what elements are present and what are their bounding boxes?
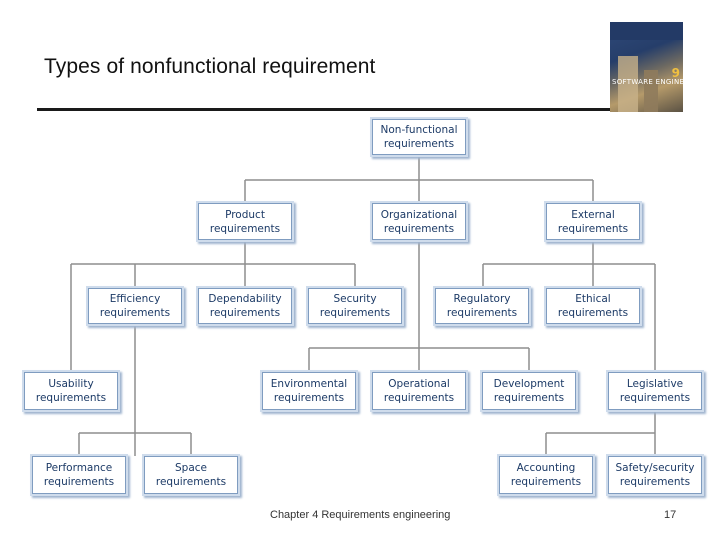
node-environmental-requirements: Environmental requirements <box>262 372 356 410</box>
node-product-requirements: Product requirements <box>198 203 292 240</box>
node-dependability-requirements: Dependability requirements <box>198 288 292 324</box>
node-usability-requirements: Usability requirements <box>24 372 118 410</box>
cover-top-band <box>610 22 683 40</box>
cover-edition: 9 <box>671 66 680 80</box>
node-performance-requirements: Performance requirements <box>32 456 126 494</box>
node-accounting-requirements: Accounting requirements <box>499 456 593 494</box>
node-ethical-requirements: Ethical requirements <box>546 288 640 324</box>
cover-building-shape <box>644 70 658 112</box>
cover-building-shape <box>618 56 638 112</box>
node-development-requirements: Development requirements <box>482 372 576 410</box>
node-security-requirements: Security requirements <box>308 288 402 324</box>
slide-footer: Chapter 4 Requirements engineering <box>270 509 451 521</box>
node-safety-security-requirements: Safety/security requirements <box>608 456 702 494</box>
node-efficiency-requirements: Efficiency requirements <box>88 288 182 324</box>
node-organizational-requirements: Organizational requirements <box>372 203 466 240</box>
node-non-functional-requirements: Non-functional requirements <box>372 119 466 155</box>
node-legislative-requirements: Legislative requirements <box>608 372 702 410</box>
node-external-requirements: External requirements <box>546 203 640 240</box>
node-space-requirements: Space requirements <box>144 456 238 494</box>
page-number: 17 <box>664 509 677 521</box>
title-divider <box>37 108 632 111</box>
cover-title: SOFTWARE ENGINEERING <box>612 78 683 86</box>
book-cover-image: 9 SOFTWARE ENGINEERING <box>610 22 683 112</box>
node-operational-requirements: Operational requirements <box>372 372 466 410</box>
node-regulatory-requirements: Regulatory requirements <box>435 288 529 324</box>
slide-title: Types of nonfunctional requirement <box>44 55 376 78</box>
